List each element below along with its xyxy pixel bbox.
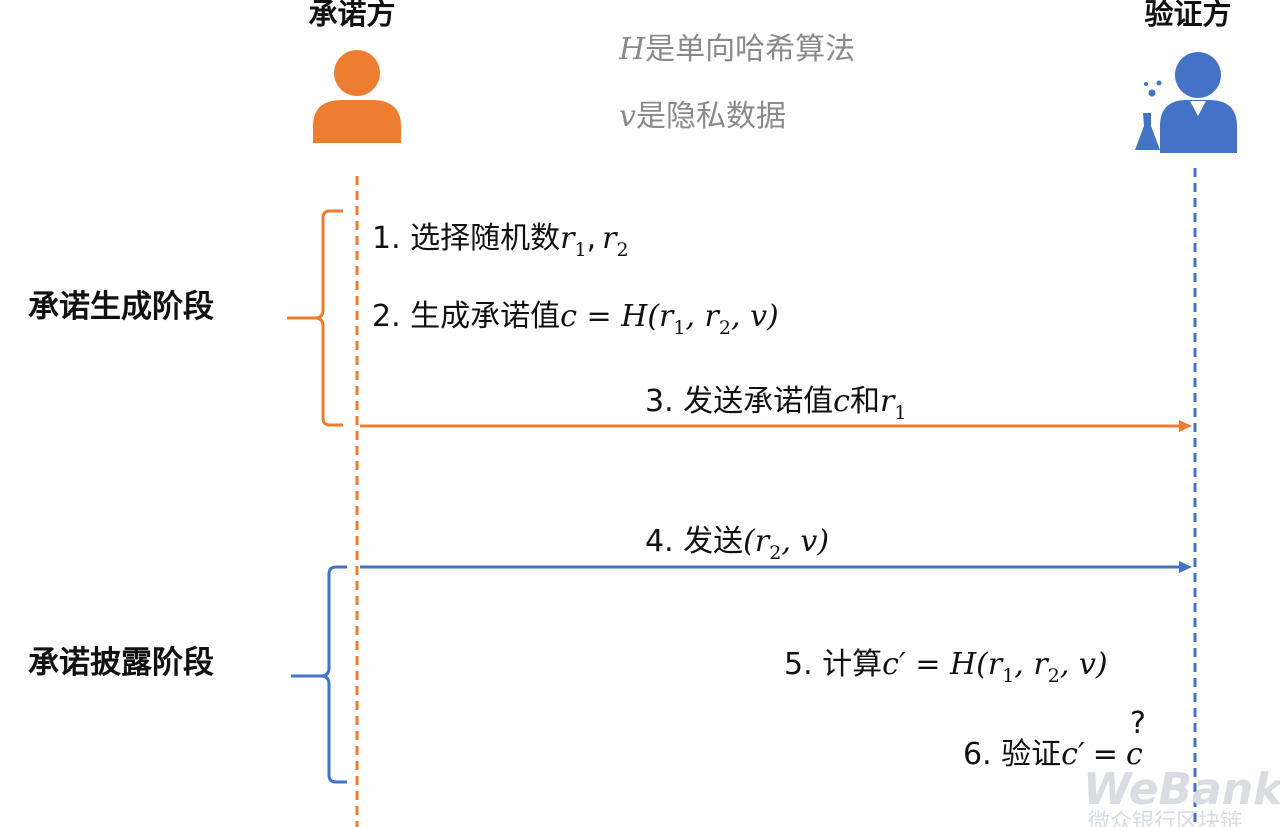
webank-watermark-subtitle: 微众银行区块链: [1088, 810, 1242, 827]
secret-note: v是隐私数据: [619, 99, 786, 134]
step-3-text: 3. 发送承诺值c和r1: [645, 384, 906, 424]
reveal-phase-brace: [291, 565, 347, 784]
step-5-text: 5. 计算c′ = H(r1, r2, v): [784, 647, 1108, 687]
step-1-text: 1. 选择随机数r1,r2: [372, 221, 629, 261]
step-6-question-mark: ?: [1130, 706, 1146, 741]
secret-note-text: 是隐私数据: [636, 99, 786, 134]
secret-symbol: v: [619, 99, 636, 134]
commit-phase-brace: [287, 209, 343, 427]
commit-phase-label: 承诺生成阶段: [28, 289, 214, 325]
committer-title: 承诺方: [308, 0, 395, 31]
step-4-text: 4. 发送(r2, v): [645, 524, 829, 564]
step-6-text: 6. 验证c′=c: [963, 737, 1143, 772]
verifier-title: 验证方: [1144, 0, 1231, 31]
step-3-arrowhead: [1179, 420, 1192, 432]
hash-note: H是单向哈希算法: [618, 32, 855, 67]
step-4-arrowhead: [1179, 561, 1192, 573]
hash-symbol: H: [618, 32, 646, 67]
committer-person-icon: [313, 50, 401, 143]
step-2-text: 2. 生成承诺值c = H(r1, r2, v): [372, 299, 779, 339]
webank-watermark: WeBank: [1083, 764, 1280, 815]
reveal-phase-label: 承诺披露阶段: [28, 645, 214, 681]
verifier-scientist-icon: [1135, 52, 1237, 153]
hash-note-text: 是单向哈希算法: [645, 32, 855, 67]
